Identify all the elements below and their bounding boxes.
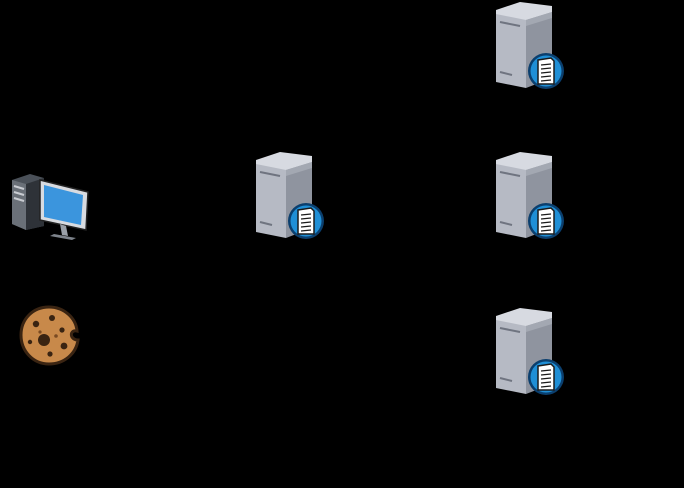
web-server-icon — [250, 150, 330, 242]
server-bottom-node — [490, 306, 570, 398]
web-server-icon — [490, 306, 570, 398]
client-computer-node — [10, 172, 92, 240]
desktop-computer-icon — [12, 174, 89, 240]
cookie-node — [18, 304, 80, 366]
web-server-icon — [490, 0, 570, 92]
cookie-icon — [19, 305, 80, 366]
web-server-icon — [490, 150, 570, 242]
server-top-node — [490, 0, 570, 92]
server-middle-node — [490, 150, 570, 242]
proxy-server-node — [250, 150, 330, 242]
